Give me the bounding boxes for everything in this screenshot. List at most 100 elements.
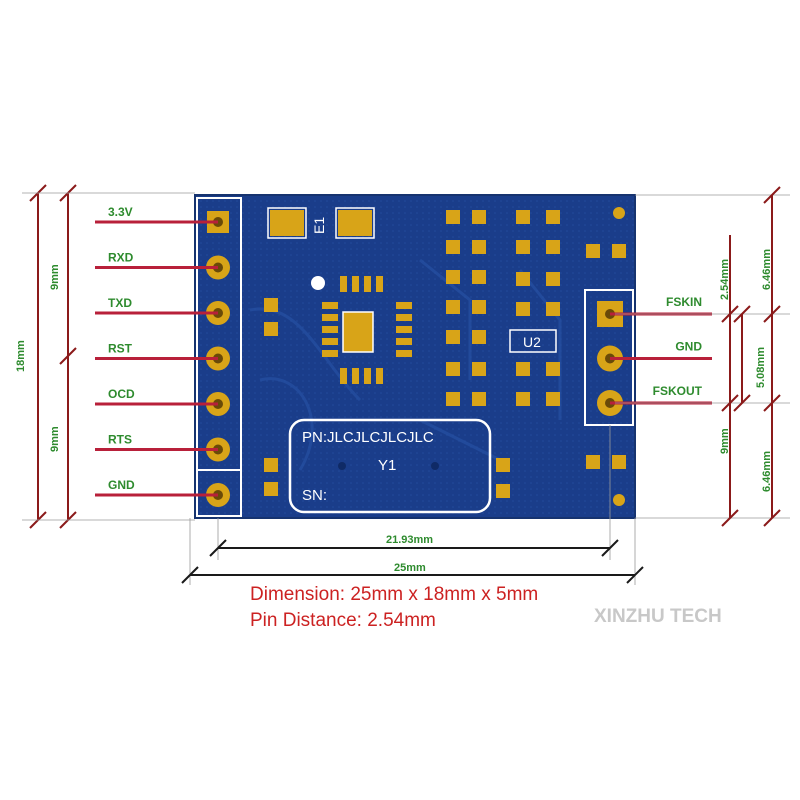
qfn-pin xyxy=(376,368,383,384)
crystal-via-left xyxy=(338,462,346,470)
qfn-pin xyxy=(322,314,338,321)
qfn-pin xyxy=(396,314,412,321)
u2-outline xyxy=(509,329,557,353)
qfn-pin xyxy=(340,276,347,292)
qfn-pin xyxy=(352,368,359,384)
smd-pad xyxy=(446,240,460,254)
qfn-pin xyxy=(322,338,338,345)
smd-pad xyxy=(472,300,486,314)
qfn-pin xyxy=(352,276,359,292)
dim-right-outer-tick-mid1 xyxy=(763,305,781,323)
pin-label-3-3v: 3.3V xyxy=(108,205,133,219)
serial-number-label: SN: xyxy=(302,487,327,504)
smd-pad xyxy=(516,272,530,286)
e1-pad-right-outline xyxy=(335,207,375,239)
component-e1: E1 xyxy=(267,207,375,239)
y1-label: Y1 xyxy=(378,457,396,474)
smd-pad xyxy=(546,272,560,286)
pin1-marker-dot xyxy=(311,276,325,290)
pin-label-ocd: OCD xyxy=(108,387,135,401)
smd-pad xyxy=(586,455,600,469)
e1-label: E1 xyxy=(311,217,327,234)
dim-pin-span-label: 21.93mm xyxy=(386,534,433,546)
smd-pad xyxy=(446,362,460,376)
smd-pad xyxy=(472,270,486,284)
part-number-label: PN:JLCJLCJLCJLC xyxy=(302,429,434,446)
smd-pad xyxy=(446,270,460,284)
smd-pad xyxy=(264,482,278,496)
dim-right-mid-tick-top xyxy=(733,305,751,323)
component-u2: U2 xyxy=(509,329,557,353)
smd-pad xyxy=(612,455,626,469)
qfn-pin xyxy=(396,350,412,357)
qfn-center-pad xyxy=(342,311,374,353)
pin-label-rst: RST xyxy=(108,342,133,356)
dim-right-mid-tick-bottom xyxy=(733,394,751,412)
pin-label-right-fskout: FSKOUT xyxy=(653,384,703,398)
bottom-dimensions xyxy=(181,539,644,584)
dim-upper-label: 9mm xyxy=(49,264,61,290)
smd-pad xyxy=(446,330,460,344)
smd-pad xyxy=(516,392,530,406)
smd-pad xyxy=(516,362,530,376)
smd-pad xyxy=(472,210,486,224)
smd-pad xyxy=(496,484,510,498)
pin-label-right-fskin: FSKIN xyxy=(666,295,702,309)
e1-pad-right xyxy=(338,210,372,236)
component-qfn-chip xyxy=(322,276,412,384)
e1-pad-left-outline xyxy=(267,207,307,239)
smd-pad xyxy=(264,322,278,336)
dim-width-label: 25mm xyxy=(394,562,426,574)
dim-right-outer-tick-top xyxy=(763,186,781,204)
dim-right-lower-label: 9mm xyxy=(719,428,731,454)
pin-label-right-gnd: GND xyxy=(675,340,702,354)
dim-right-middle-label: 5.08mm xyxy=(755,347,767,388)
qfn-pin xyxy=(396,326,412,333)
smd-pad xyxy=(446,300,460,314)
crystal-outline xyxy=(288,418,492,514)
smd-pad xyxy=(546,302,560,316)
dim-right-bottom-label: 6.46mm xyxy=(761,451,773,492)
pin-distance-caption: Pin Distance: 2.54mm xyxy=(250,610,436,631)
qfn-pin xyxy=(322,350,338,357)
qfn-pin xyxy=(322,302,338,309)
smd-pad xyxy=(264,298,278,312)
smd-pad xyxy=(546,210,560,224)
crystal-via-right xyxy=(431,462,439,470)
right-dimensions xyxy=(721,186,781,527)
qfn-pin xyxy=(376,276,383,292)
smd-pad xyxy=(472,240,486,254)
pcb-board xyxy=(194,194,636,519)
smd-pad xyxy=(516,210,530,224)
smd-pad xyxy=(446,210,460,224)
dim-right-outer-tick-bottom xyxy=(763,509,781,527)
smd-pad xyxy=(472,362,486,376)
component-crystal-y1: PN:JLCJLCJLCJLC Y1 SN: xyxy=(288,418,492,514)
u2-label: U2 xyxy=(523,334,541,350)
dim-width-tick-right xyxy=(626,566,644,584)
dimension-caption: Dimension: 25mm x 18mm x 5mm xyxy=(250,584,538,605)
corner-via-bottom-right xyxy=(613,494,625,506)
qfn-pin xyxy=(364,368,371,384)
smd-pad xyxy=(546,240,560,254)
dim-pin-span-tick-right xyxy=(601,539,619,557)
pin-label-txd: TXD xyxy=(108,296,132,310)
smd-pad xyxy=(546,392,560,406)
smd-pad xyxy=(472,330,486,344)
dim-right-inner-tick-a xyxy=(721,305,739,323)
dim-right-inner-tick-b xyxy=(721,394,739,412)
dim-right-outer-tick-mid2 xyxy=(763,394,781,412)
smd-pad xyxy=(446,392,460,406)
corner-via-top-right xyxy=(613,207,625,219)
qfn-pin xyxy=(322,326,338,333)
pin-label-gnd: GND xyxy=(108,478,135,492)
dim-lower-label: 9mm xyxy=(49,426,61,452)
smd-pad xyxy=(546,362,560,376)
dim-right-top-label: 6.46mm xyxy=(761,249,773,290)
smd-pad xyxy=(516,240,530,254)
smd-pad xyxy=(612,244,626,258)
qfn-pin xyxy=(396,338,412,345)
